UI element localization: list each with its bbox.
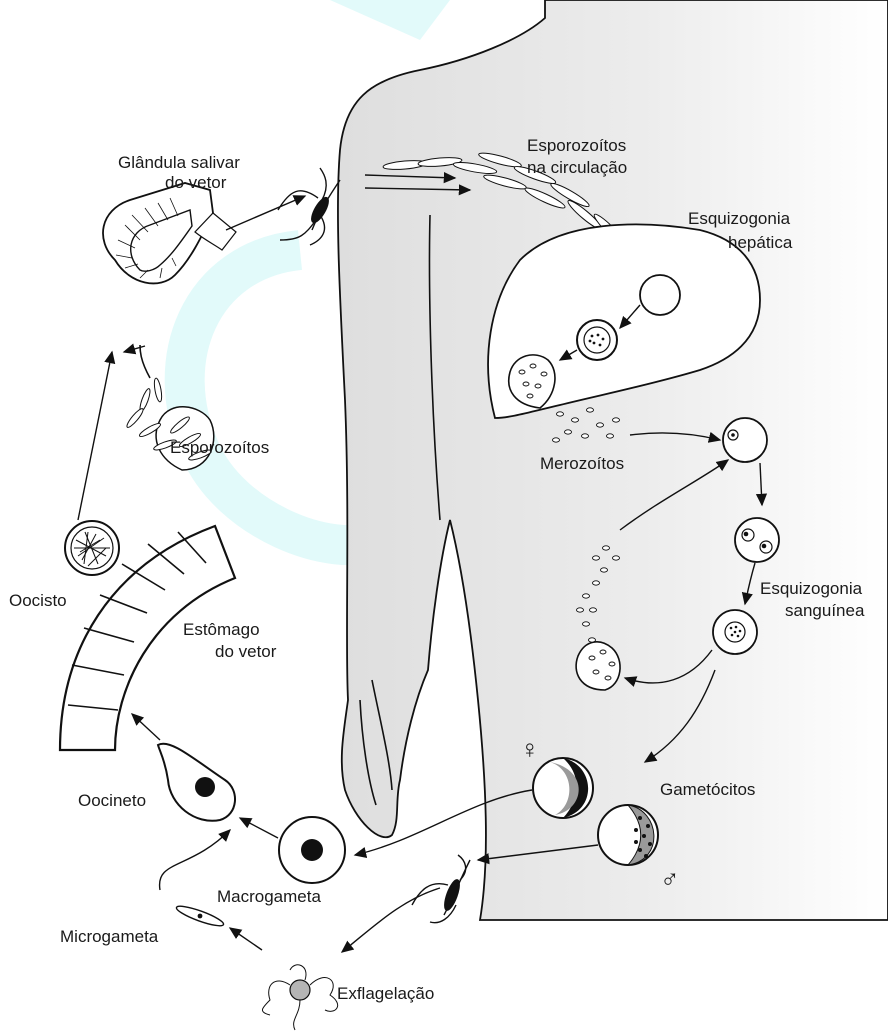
macrogamete xyxy=(240,817,345,883)
label-estomago-line2: do vetor xyxy=(215,642,277,661)
label-esporozoitos: Esporozoítos xyxy=(170,438,269,457)
label-exflagelacao: Exflagelação xyxy=(337,984,434,1003)
label-esporozoitos-circ-line1: Esporozoítos xyxy=(527,136,626,155)
label-glandula-line2: do vetor xyxy=(165,173,227,192)
label-oocisto: Oocisto xyxy=(9,591,67,610)
label-macrogameta: Macrogameta xyxy=(217,887,321,906)
exflagellation xyxy=(230,888,440,1030)
label-esquizogonia-sang-line1: Esquizogonia xyxy=(760,579,863,598)
ookinete xyxy=(132,714,235,821)
label-gametocitos: Gametócitos xyxy=(660,780,755,799)
male-symbol: ♂ xyxy=(660,864,680,894)
female-symbol: ♀ xyxy=(520,734,540,764)
label-merozoitos: Merozoítos xyxy=(540,454,624,473)
oocyst xyxy=(65,346,145,575)
label-estomago-line1: Estômago xyxy=(183,620,260,639)
label-oocineto: Oocineto xyxy=(78,791,146,810)
label-esquizogonia-hep-line1: Esquizogonia xyxy=(688,209,791,228)
label-glandula-line1: Glândula salivar xyxy=(118,153,240,172)
mosquito-bottom xyxy=(412,855,470,923)
label-microgameta: Microgameta xyxy=(60,927,159,946)
label-esquizogonia-hep-line2: hepática xyxy=(728,233,793,252)
microgamete xyxy=(160,830,230,929)
label-esporozoitos-circ-line2: na circulação xyxy=(527,158,627,177)
label-esquizogonia-sang-line2: sanguínea xyxy=(785,601,865,620)
